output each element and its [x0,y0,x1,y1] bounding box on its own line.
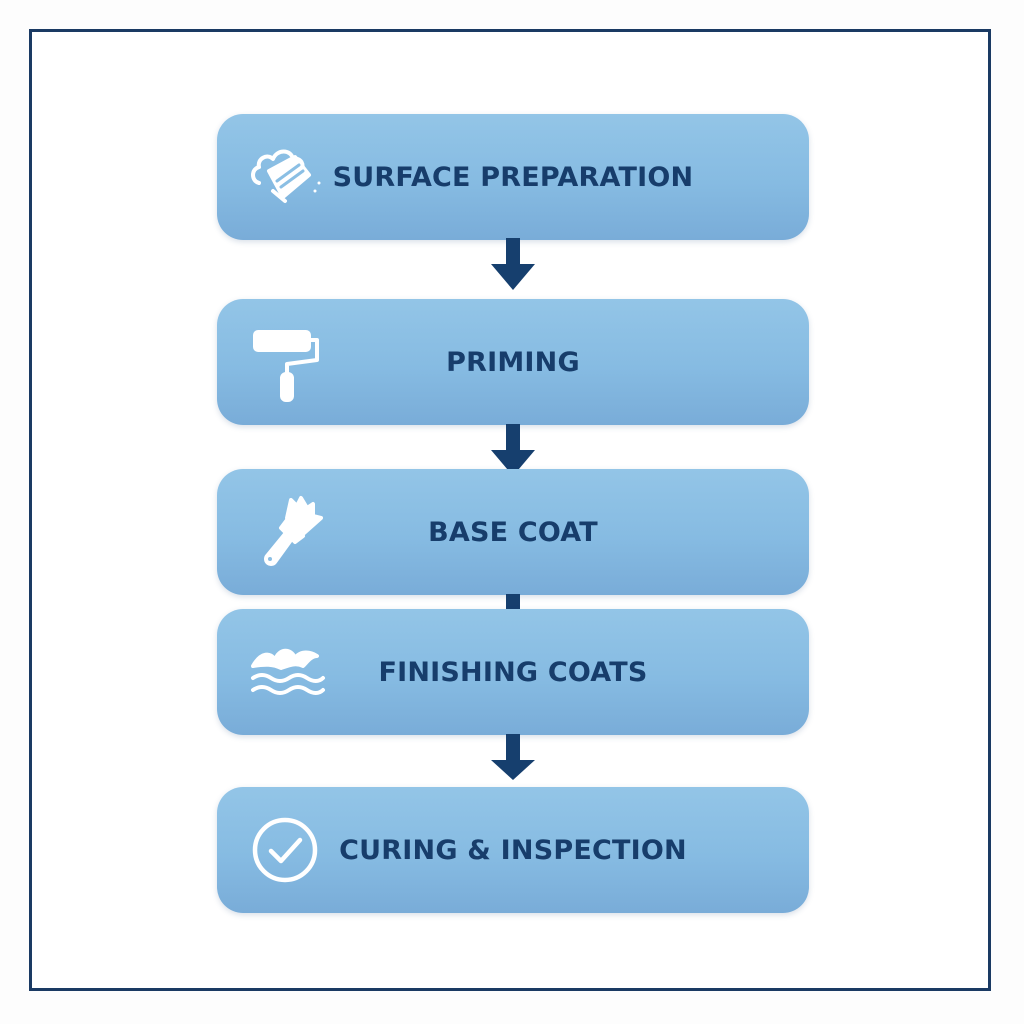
step-surface-preparation: SURFACE PREPARATION [217,114,809,240]
step-priming: PRIMING [217,299,809,425]
step-label: SURFACE PREPARATION [332,161,694,193]
flow-arrow [491,424,535,476]
surface-scraper-icon [247,135,331,219]
step-label: PRIMING [446,346,580,378]
paint-roller-icon [247,320,331,404]
step-curing-inspection: CURING & INSPECTION [217,787,809,913]
step-label: FINISHING COATS [378,656,648,688]
step-label: BASE COAT [428,516,598,548]
paint-brush-icon [247,490,331,574]
step-label: CURING & INSPECTION [339,834,687,866]
step-base-coat: BASE COAT [217,469,809,595]
flow-arrow [491,238,535,290]
waves-icon [247,630,331,714]
step-finishing-coats: FINISHING COATS [217,609,809,735]
check-circle-icon [247,808,331,892]
flow-arrow [491,734,535,780]
